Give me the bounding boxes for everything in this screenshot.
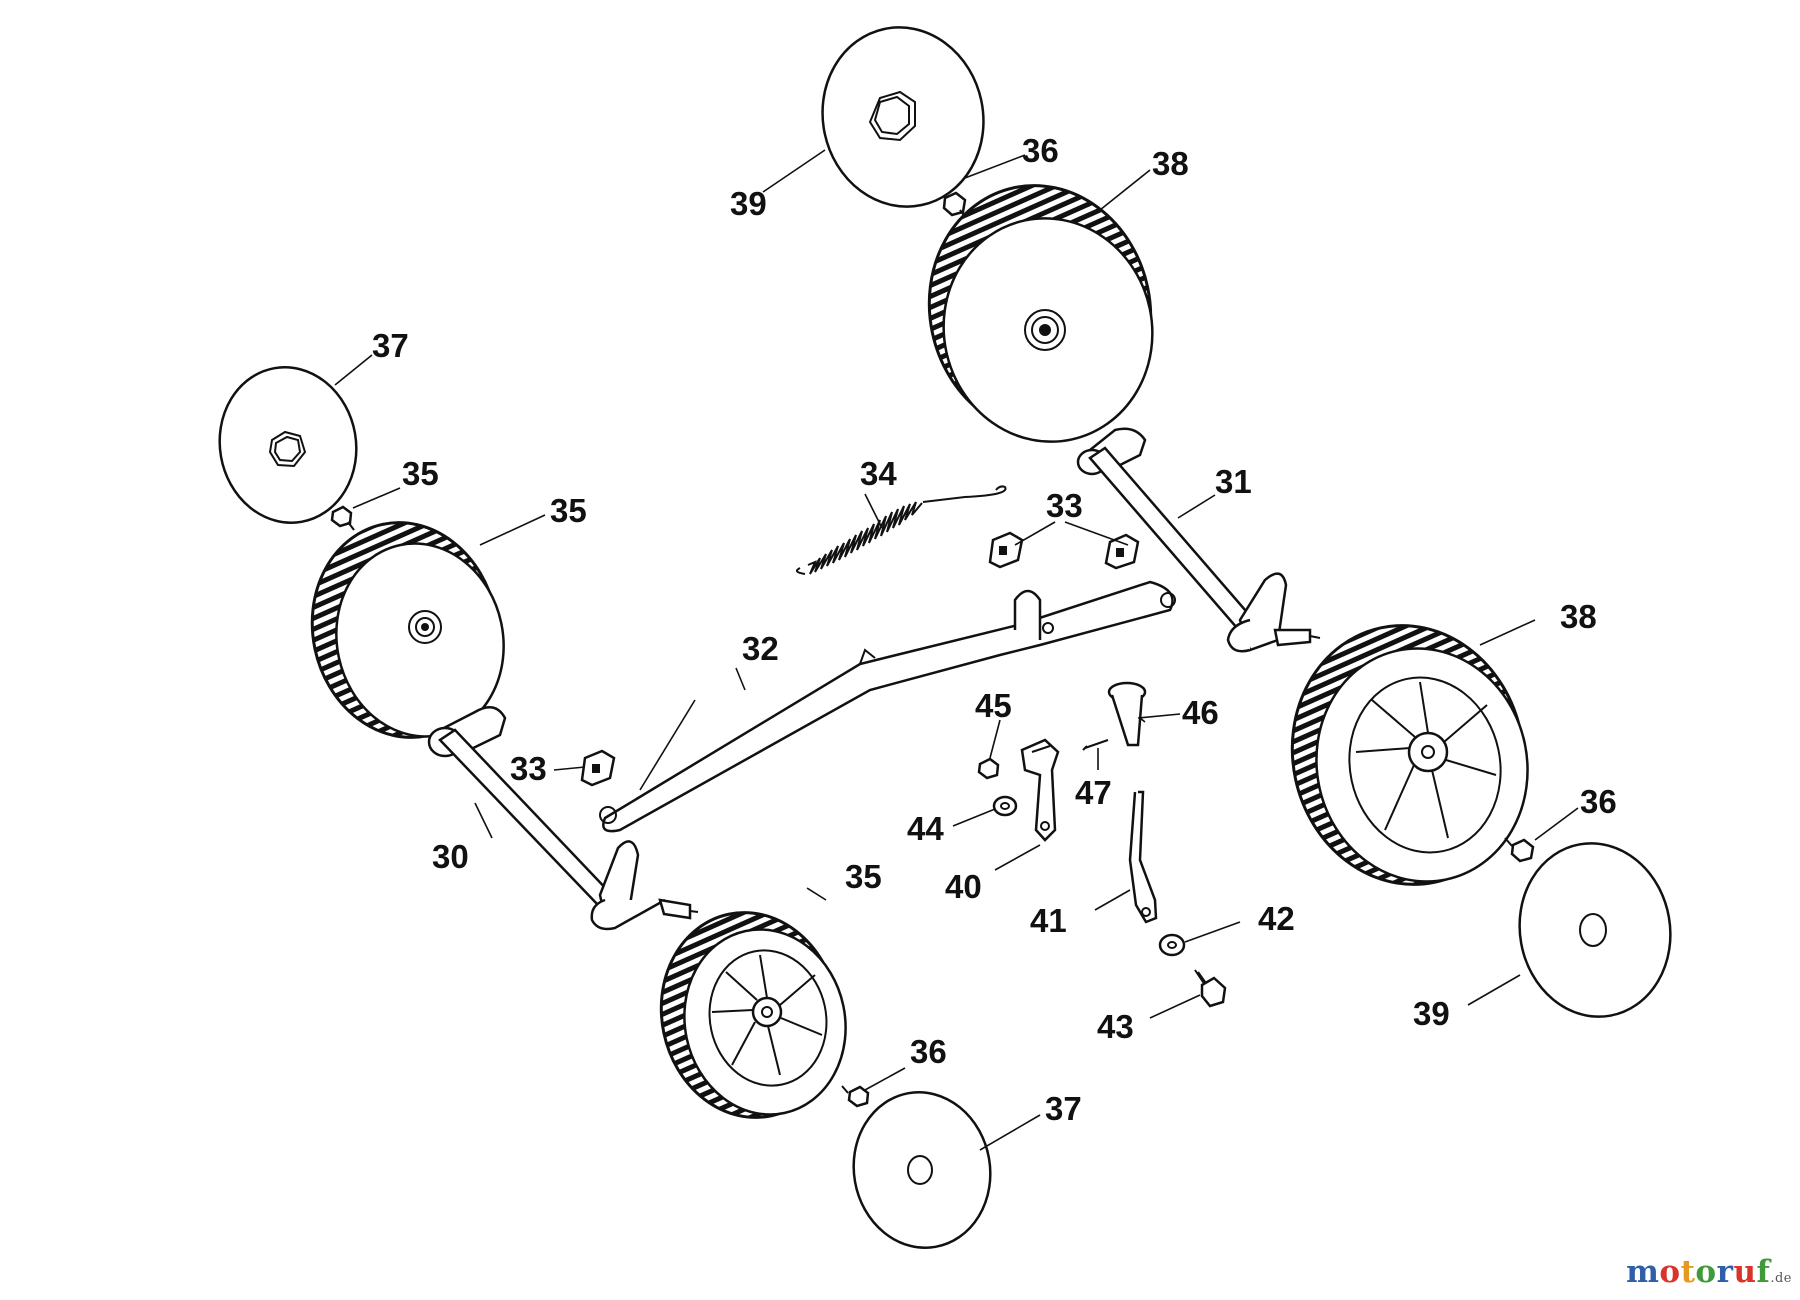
part-label-43: 43	[1097, 1008, 1134, 1045]
part-label-42: 42	[1258, 900, 1295, 937]
part-label-36-left: 35	[402, 455, 439, 492]
clip-lower	[580, 749, 616, 787]
bolt-43	[1194, 969, 1227, 1008]
knob-46	[1107, 681, 1147, 747]
part-label-37-left: 37	[372, 327, 409, 364]
hubcap-bottom	[852, 1091, 992, 1249]
part-label-33-lower: 33	[510, 750, 547, 787]
wheel-front-left-bottom	[659, 911, 847, 1119]
nut-left	[330, 505, 355, 531]
part-label-45: 45	[975, 687, 1012, 724]
hubcap-right	[1518, 842, 1672, 1018]
part-label-35-left: 35	[550, 492, 587, 529]
lever-41	[1128, 790, 1158, 924]
part-label-31: 31	[1215, 463, 1252, 500]
watermark-letter: f	[1756, 1254, 1771, 1290]
washer-42	[1158, 933, 1186, 957]
wheel-rear-right-bottom	[1290, 624, 1529, 886]
axle-rear	[1076, 427, 1321, 653]
height-adjust-lever	[599, 580, 1176, 833]
clip-upper-a	[988, 531, 1024, 569]
axle-front	[427, 705, 699, 931]
bracket-40	[1020, 738, 1060, 842]
part-label-30: 30	[432, 838, 469, 875]
watermark-letter: t	[1680, 1254, 1696, 1290]
part-label-38-top: 38	[1152, 145, 1189, 182]
nut-bottom-left	[841, 1085, 870, 1108]
part-labels: 39 36 38 37 35 35 34 33 31 38 32 45 46 3…	[372, 132, 1617, 1127]
part-label-38-right: 38	[1560, 598, 1597, 635]
nut-45	[977, 757, 1000, 780]
part-label-46: 46	[1182, 694, 1219, 731]
part-label-44: 44	[907, 810, 944, 847]
hubcap-top	[821, 26, 985, 208]
watermark-letter: m	[1626, 1254, 1660, 1290]
part-label-36-top: 36	[1022, 132, 1059, 169]
nut-right	[1504, 837, 1535, 863]
part-label-36-right: 36	[1580, 783, 1617, 820]
watermark-letter: o	[1659, 1254, 1681, 1290]
spring	[795, 485, 1007, 575]
wheel-rear-right-top	[927, 184, 1154, 443]
part-label-32: 32	[742, 630, 779, 667]
part-label-36-bottom: 36	[910, 1033, 947, 1070]
part-label-39-top: 39	[730, 185, 767, 222]
part-label-37-bottom: 37	[1045, 1090, 1082, 1127]
watermark-letter: r	[1716, 1254, 1734, 1290]
clip-upper-b	[1104, 533, 1140, 570]
leader-lines	[334, 149, 1579, 1151]
washer-44	[992, 795, 1018, 817]
wheel-front-left-top	[310, 521, 505, 739]
nut-top	[942, 191, 967, 219]
part-label-33-upper: 33	[1046, 487, 1083, 524]
hubcap-left	[218, 366, 358, 524]
part-label-47: 47	[1075, 774, 1112, 811]
motoruf-watermark-logo: motoruf.de	[1626, 1254, 1792, 1290]
part-label-39-right: 39	[1413, 995, 1450, 1032]
watermark-letter: u	[1733, 1254, 1757, 1290]
part-label-35-bottom: 35	[845, 858, 882, 895]
watermark-letter: o	[1695, 1254, 1717, 1290]
part-label-40: 40	[945, 868, 982, 905]
part-label-34: 34	[860, 455, 897, 492]
pin-47	[1082, 739, 1109, 751]
part-label-41: 41	[1030, 902, 1067, 939]
watermark-suffix: .de	[1770, 1271, 1792, 1286]
